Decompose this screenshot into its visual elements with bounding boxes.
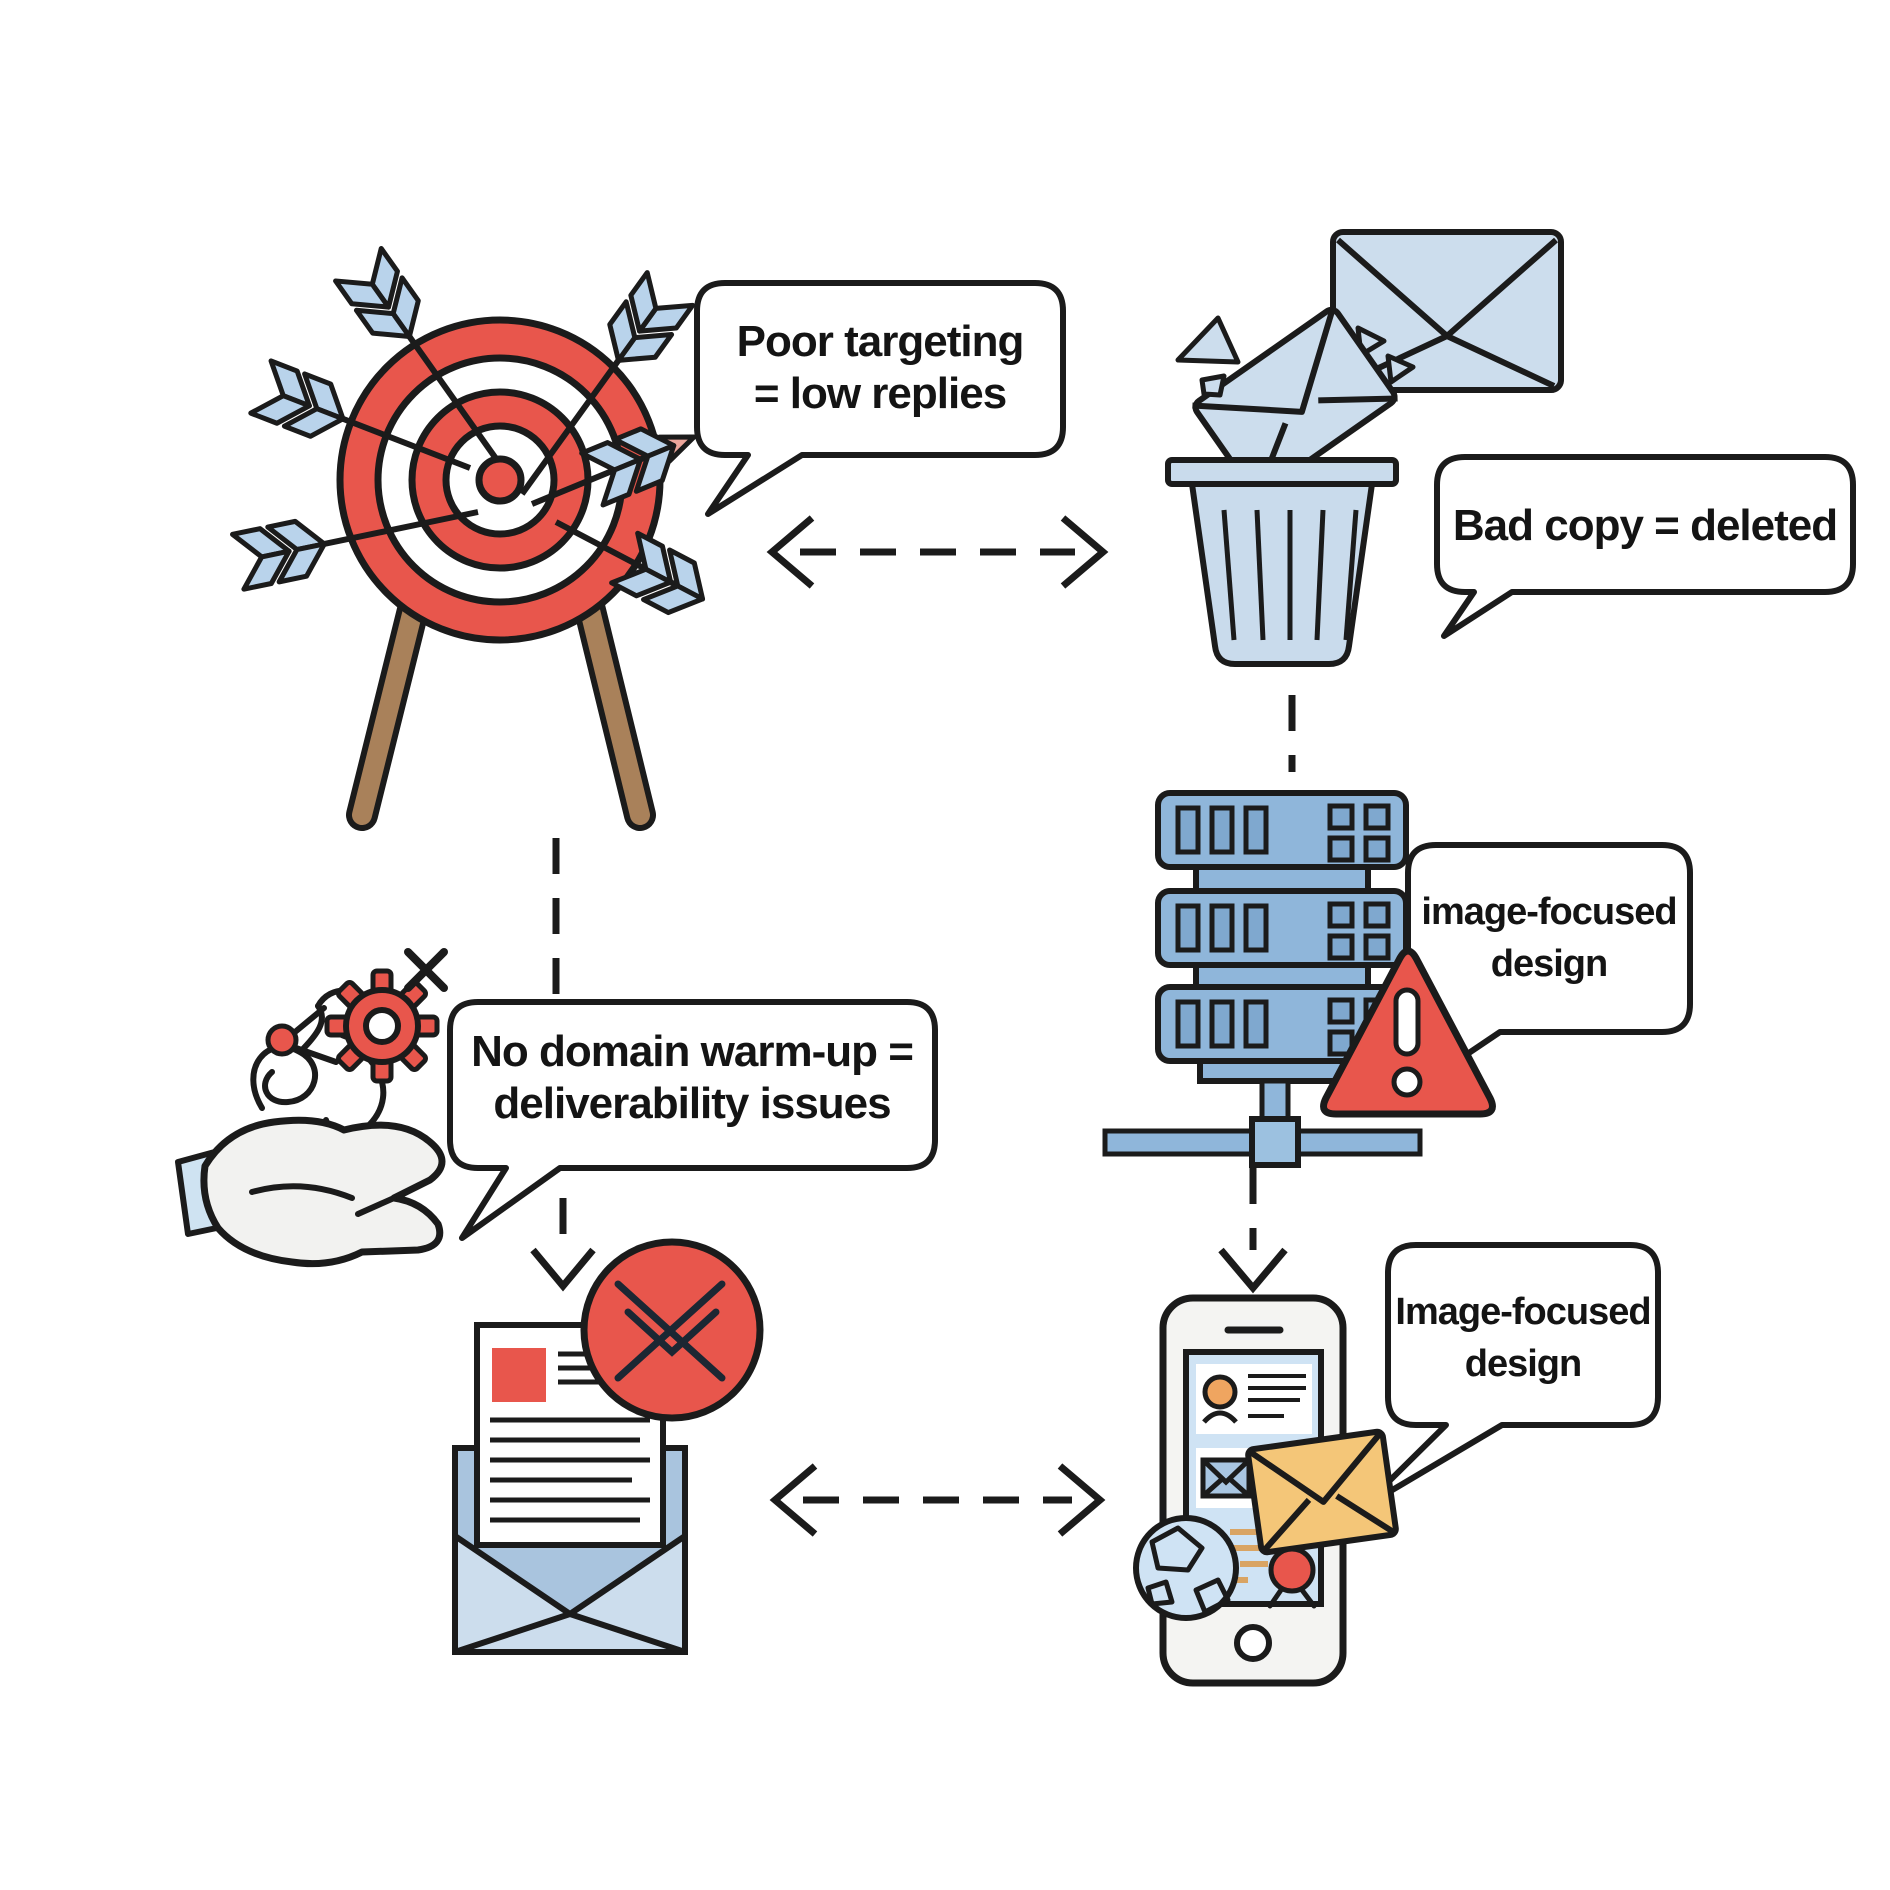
exclamation-dot <box>1391 1066 1423 1098</box>
envelope-icon <box>1330 229 1564 393</box>
target-arrows-icon <box>233 249 716 831</box>
callout-text-line2: design <box>1491 943 1607 985</box>
connector-top-horizontal <box>766 515 1109 589</box>
callout-text-line1: Image-focused <box>1395 1291 1650 1333</box>
trash-can <box>1165 457 1399 667</box>
callout-text-line1: image-focused <box>1421 891 1676 933</box>
callout-text-line2: design <box>1465 1343 1581 1385</box>
falling-envelope-icon <box>1192 305 1398 499</box>
callout-text-line1: Poor targeting <box>737 317 1024 366</box>
yellow-envelope-icon <box>1245 1428 1399 1556</box>
connector-bottom-horizontal <box>769 1463 1106 1537</box>
target-rings <box>336 316 664 644</box>
profile-card <box>1196 1364 1312 1434</box>
phone-image-email-icon <box>1133 1294 1399 1687</box>
node-dot <box>265 1023 299 1057</box>
paper-scraps <box>1175 315 1241 398</box>
arrow-shafts <box>233 249 716 624</box>
home-button <box>1234 1624 1272 1662</box>
warning-triangle-icon <box>1320 947 1496 1118</box>
connector-server-to-phone <box>1218 1168 1288 1294</box>
callout-poor-targeting: Poor targeting = low replies <box>694 280 1066 517</box>
callout-bad-copy: Bad copy = deleted <box>1434 454 1856 639</box>
callout-no-warmup: No domain warm-up = deliverability issue… <box>447 999 938 1241</box>
speech-bubble <box>694 280 1066 517</box>
exclamation-bar <box>1393 987 1421 1057</box>
rejected-badge-icon <box>580 1238 764 1422</box>
globe-icon <box>1133 1515 1239 1621</box>
hand-tangle-gear-icon <box>175 948 448 1268</box>
network-link <box>1102 1078 1423 1168</box>
avatar-icon <box>1202 1374 1238 1410</box>
envelope-folds <box>454 1611 686 1655</box>
callout-text-line1: No domain warm-up = <box>471 1027 913 1076</box>
envelope-front <box>452 1533 688 1655</box>
x-mark-icon <box>404 948 448 992</box>
speech-bubble <box>1434 454 1856 639</box>
callout-text-line2: = low replies <box>754 369 1006 418</box>
connector-warmup-to-email <box>530 1198 596 1292</box>
speech-bubble <box>1359 1242 1661 1511</box>
gear-icon <box>324 968 440 1084</box>
speech-bubble <box>447 999 938 1241</box>
target-legs <box>346 574 656 831</box>
open-hand <box>175 1116 446 1268</box>
callout-text-line1: Bad copy = deleted <box>1453 501 1837 550</box>
rejected-email-icon <box>452 1238 764 1655</box>
letter-image-block <box>492 1348 546 1402</box>
trash-emails-icon <box>1165 229 1564 667</box>
callout-text-line2: deliverability issues <box>493 1079 890 1128</box>
callout-phone-design: Image-focused design <box>1359 1242 1661 1511</box>
pin-icon <box>1267 1546 1317 1609</box>
